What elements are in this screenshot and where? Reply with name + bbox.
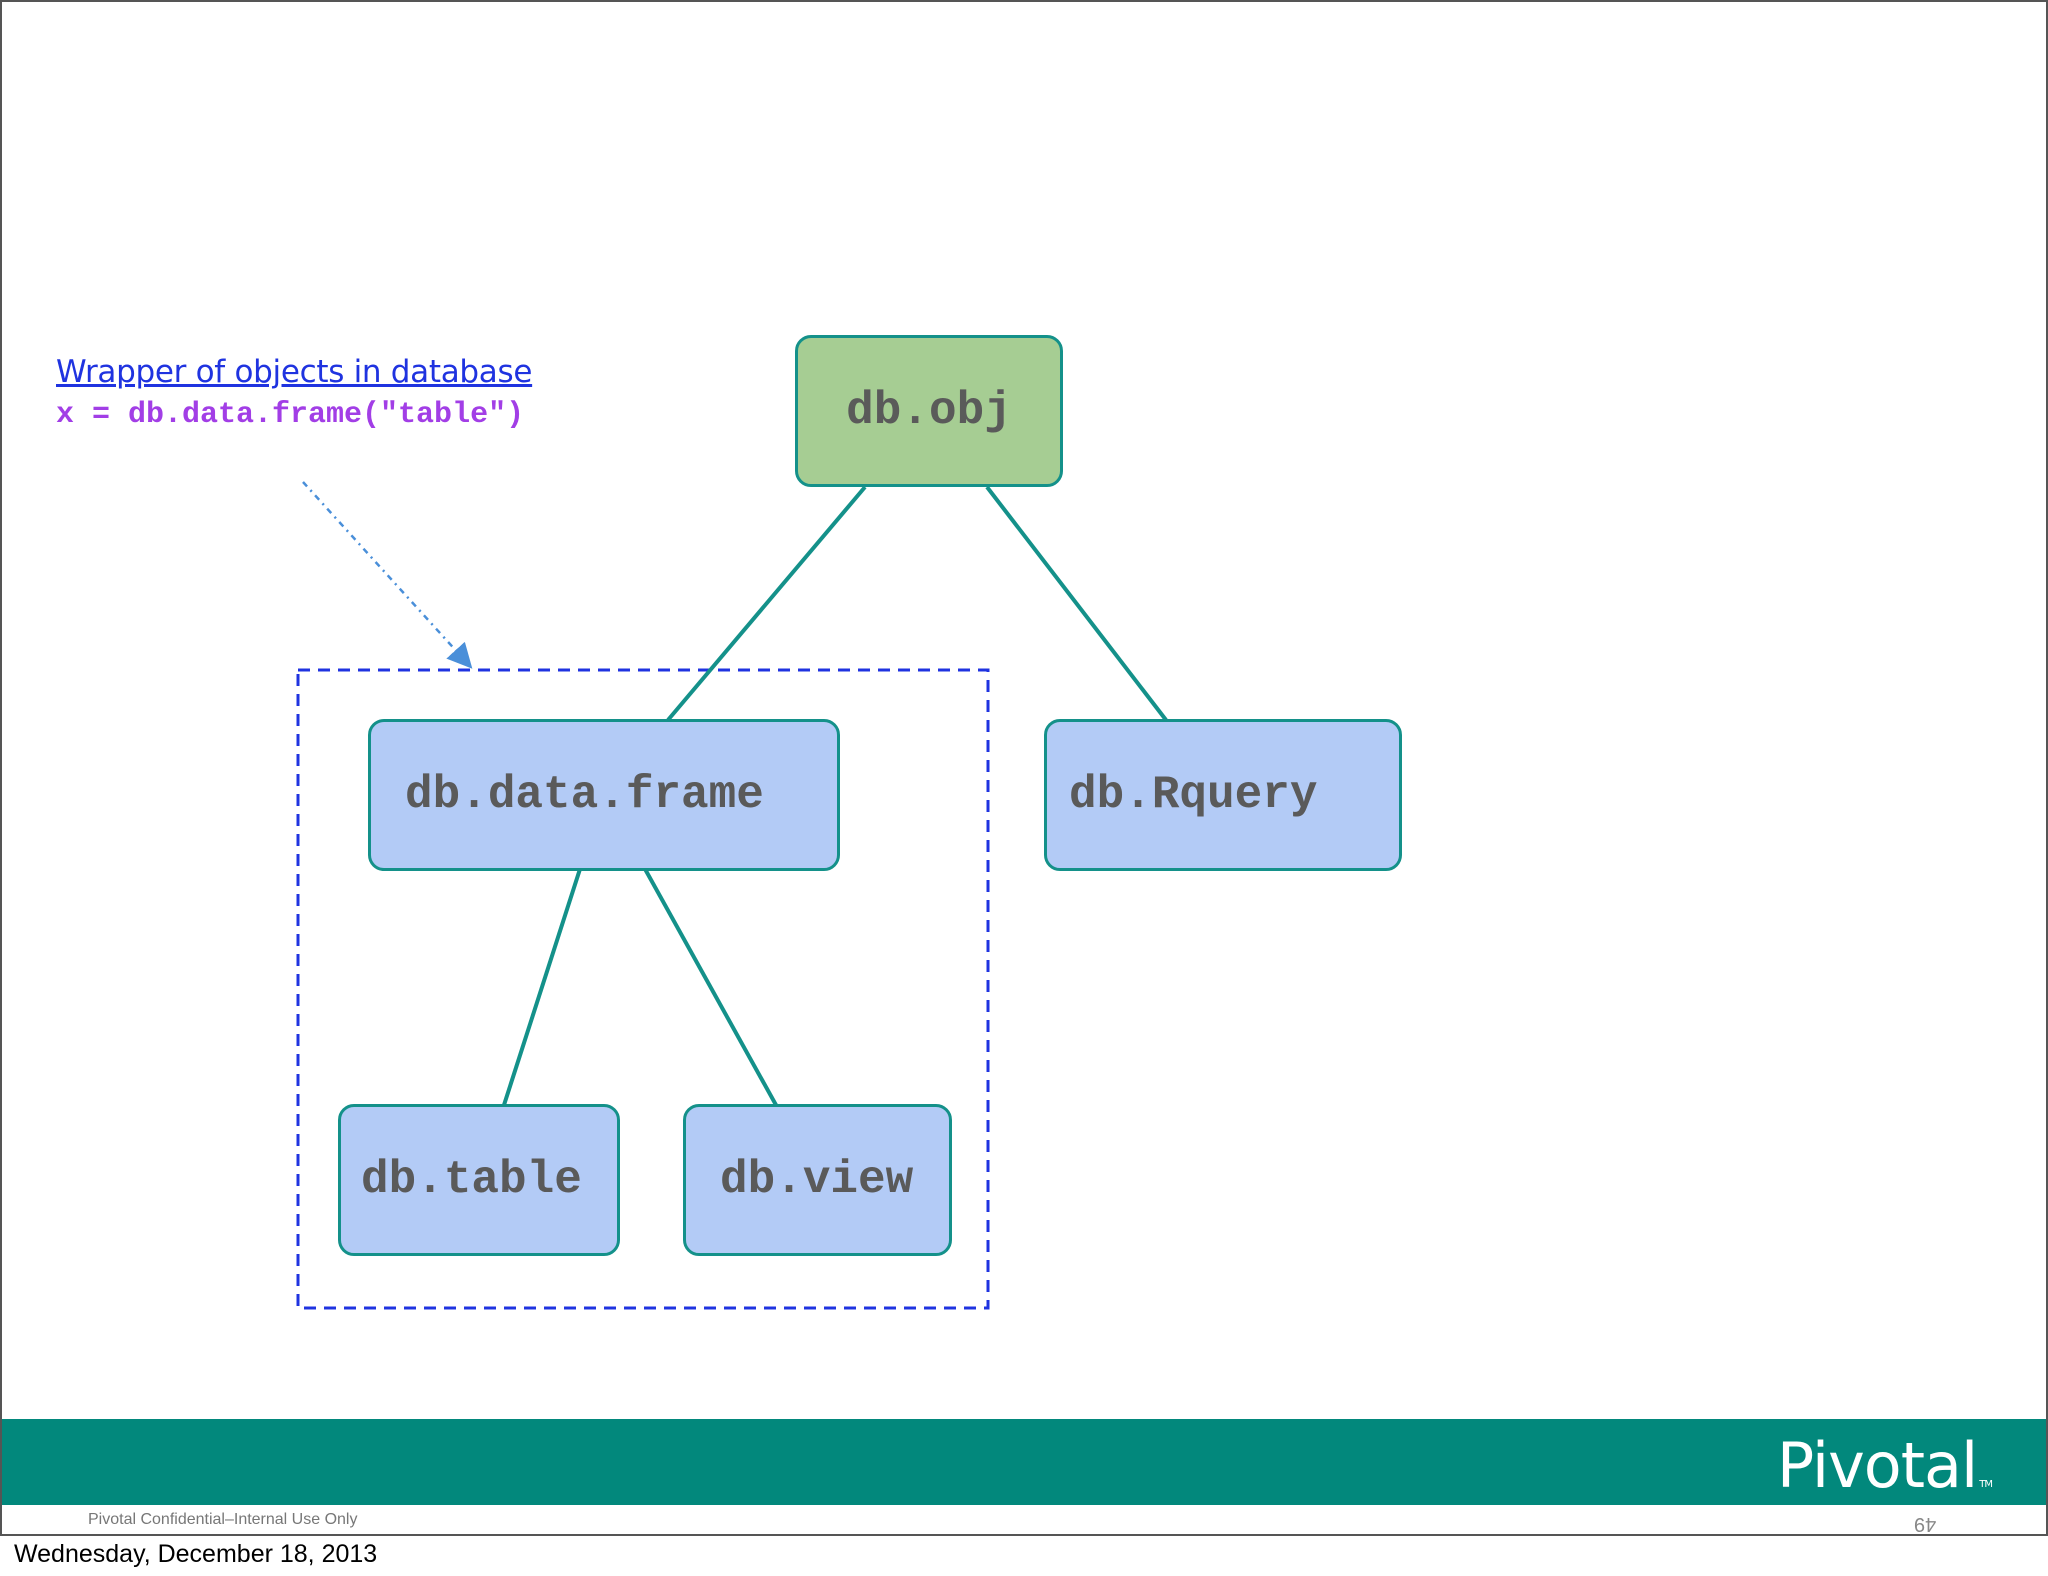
- connector-obj-dataframe: [666, 485, 867, 722]
- node-db-view: db.view: [683, 1104, 952, 1256]
- trademark-mark: TM: [1979, 1479, 1993, 1490]
- annotation-arrow: [302, 481, 473, 669]
- node-db-obj: db.obj: [795, 335, 1063, 487]
- node-db-obj-label: db.obj: [846, 385, 1012, 437]
- page-number: 49: [1914, 1513, 1937, 1535]
- pivotal-logo-text: Pivotal: [1776, 1429, 1978, 1502]
- connector-dataframe-table: [502, 868, 582, 1106]
- node-db-view-label: db.view: [720, 1154, 914, 1206]
- connector-obj-rquery: [985, 485, 1168, 722]
- confidential-notice: Pivotal Confidential–Internal Use Only: [88, 1511, 358, 1528]
- node-db-table-label: db.table: [361, 1154, 582, 1206]
- node-db-table: db.table: [338, 1104, 620, 1256]
- group-boundary: [296, 668, 990, 1310]
- date-caption: Wednesday, December 18, 2013: [14, 1540, 378, 1568]
- connector-dataframe-view: [643, 868, 778, 1106]
- diagram-canvas: [296, 481, 1168, 1310]
- node-db-data-frame-label: db.data.frame: [405, 769, 764, 821]
- node-db-data-frame: db.data.frame: [368, 719, 840, 871]
- annotation-code: x = db.data.frame("table"): [56, 398, 525, 432]
- node-db-rquery: db.Rquery: [1044, 719, 1402, 871]
- annotation-title: Wrapper of objects in database: [56, 354, 533, 390]
- node-db-rquery-label: db.Rquery: [1069, 769, 1318, 821]
- slide: Wrapper of objects in database x = db.da…: [0, 0, 2048, 1536]
